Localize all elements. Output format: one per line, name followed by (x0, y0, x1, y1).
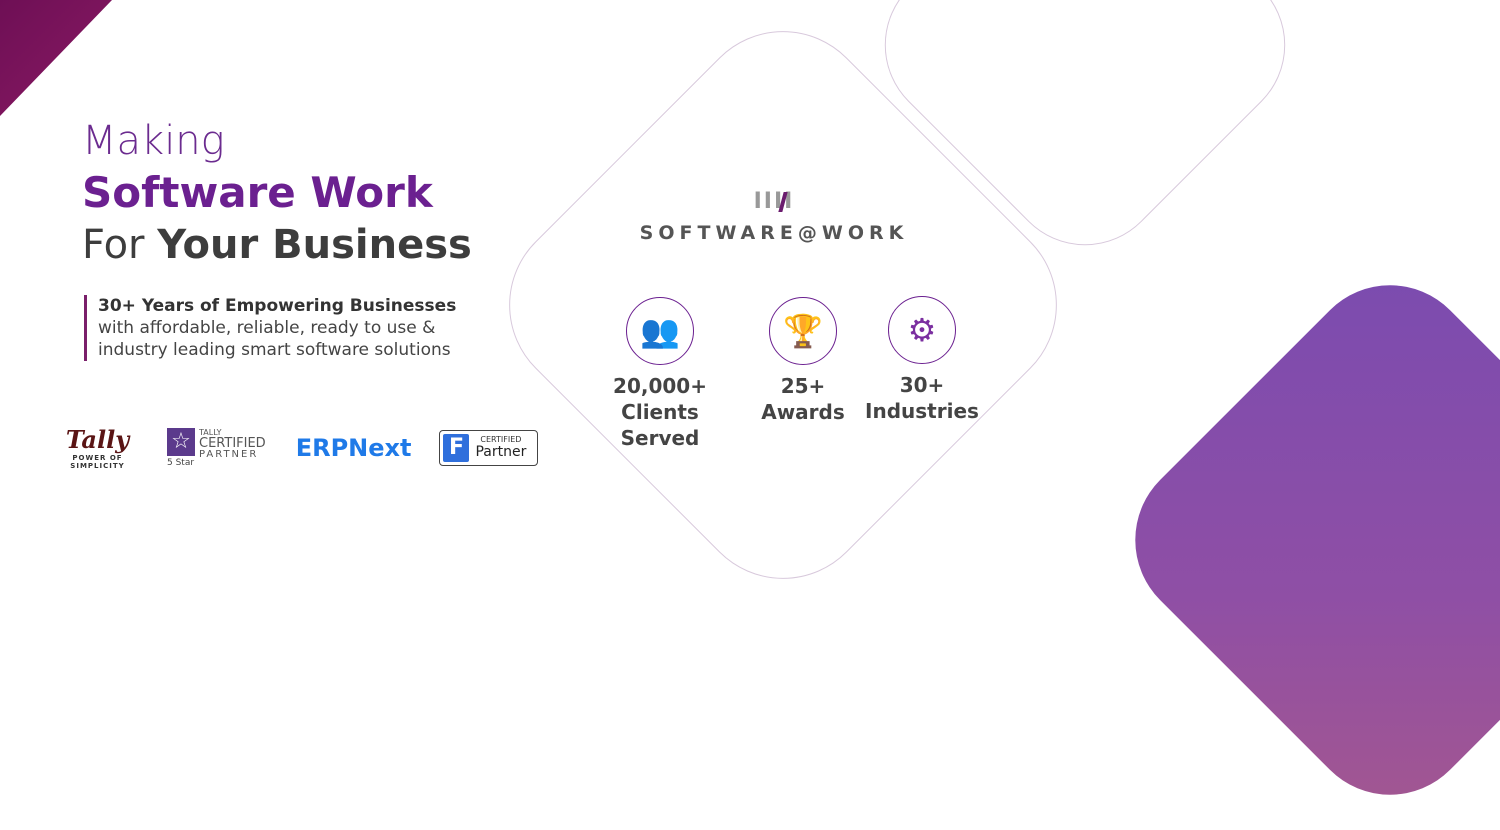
description-text: with affordable, reliable, ready to use … (98, 318, 451, 360)
star-icon: ☆ (167, 427, 195, 456)
gear-hand-icon: ⚙ (888, 296, 956, 364)
tcp-rating: 5 Star (167, 457, 195, 468)
stat-label: Clients Served (620, 400, 700, 450)
tally-name: Tally (65, 425, 130, 454)
brand-name: SOFTWARE@WORK (639, 222, 909, 244)
corner-decoration (0, 0, 112, 116)
stat-awards: 🏆 25+ Awards (748, 297, 858, 425)
stat-industries: ⚙ 30+ Industries (862, 296, 982, 424)
frappe-partner-logo: F CERTIFIED Partner (439, 429, 539, 466)
frappe-icon: F (443, 433, 470, 462)
trophy-icon: 🏆 (769, 297, 837, 365)
tcp-bottom: PARTNER (199, 448, 259, 460)
headline-prefix: For (82, 222, 145, 268)
headline-line2: Software Work (82, 168, 433, 217)
tcp-top: TALLY (199, 427, 222, 437)
stat-value: 25+ (780, 374, 826, 398)
tally-logo: Tally POWER OF SIMPLICITY (50, 425, 145, 470)
headline-line1: Making (82, 118, 225, 164)
frappe-bottom: Partner (475, 444, 527, 460)
description: 30+ Years of Empowering Businesses with … (84, 295, 484, 361)
stat-label: Industries (865, 399, 979, 423)
headline-line3: For Your Business (82, 222, 472, 268)
stat-label: Awards (761, 400, 845, 424)
brand-mark: IIII (753, 189, 795, 214)
tcp-mid: CERTIFIED (199, 435, 266, 451)
tally-certified-logo: ☆ TALLY CERTIFIED PARTNER 5 Star (167, 427, 266, 468)
partner-logos: Tally POWER OF SIMPLICITY ☆ TALLY CERTIF… (50, 425, 539, 470)
stat-value: 20,000+ (613, 374, 707, 398)
headline-bold: Your Business (157, 222, 472, 268)
frappe-top: CERTIFIED (480, 435, 522, 444)
people-hand-icon: 👥 (626, 297, 694, 365)
erpnext-logo: ERPNext (295, 433, 412, 462)
description-bold: 30+ Years of Empowering Businesses (98, 296, 457, 316)
tally-tagline: POWER OF SIMPLICITY (70, 454, 125, 470)
stat-value: 30+ (899, 373, 945, 397)
gradient-diamond (1100, 250, 1500, 830)
brand-logo: IIII SOFTWARE@WORK (600, 189, 948, 245)
stat-clients: 👥 20,000+ Clients Served (580, 297, 740, 451)
